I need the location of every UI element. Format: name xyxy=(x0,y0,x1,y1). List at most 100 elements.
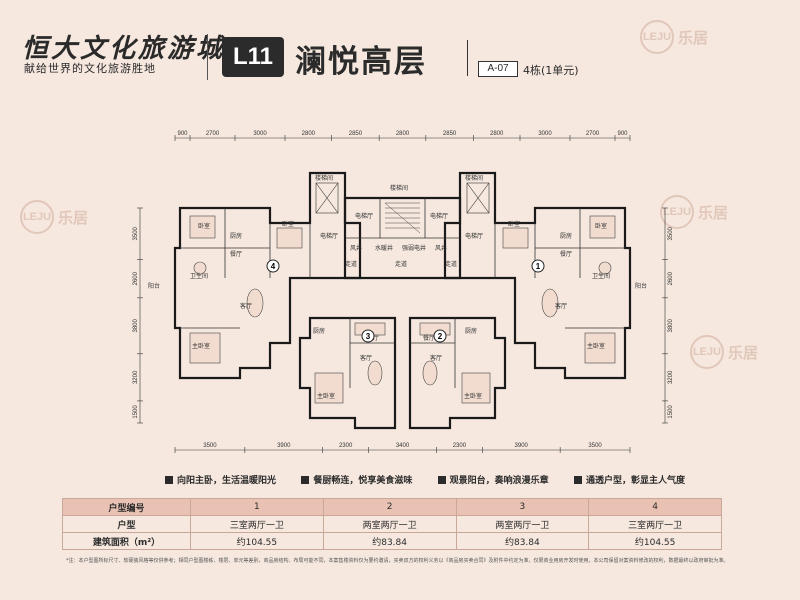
dimension-label: 2600 xyxy=(133,271,139,285)
unit-number-1: 1 xyxy=(536,262,541,271)
unit-name: 澜悦高层 xyxy=(295,44,427,80)
dimension-label: 2800 xyxy=(396,131,410,137)
feature-item: 餐厨畅连，悦享美食滋味 xyxy=(301,473,412,486)
room-label-elevator-hall: 电梯厅 xyxy=(465,232,483,240)
room-label-dining: 餐厅 xyxy=(423,334,435,342)
room-label-balcony: 阳台 xyxy=(148,282,160,290)
room-label-stairs: 楼梯间 xyxy=(390,184,408,192)
watermark-logo: LEJU 乐居 xyxy=(660,195,728,229)
room-label-master-bedroom: 主卧室 xyxy=(464,392,482,400)
room-label-kitchen: 厨房 xyxy=(313,327,325,335)
brand-title: 恒大文化旅游城 xyxy=(22,34,226,64)
table-cell: 三室两厅一卫 xyxy=(190,515,324,533)
dimension-label: 3500 xyxy=(203,443,217,449)
room-label-kitchen: 厨房 xyxy=(560,232,572,240)
room-label-corridor: 走道 xyxy=(345,260,357,268)
room-label-living: 客厅 xyxy=(240,302,252,310)
dimension-label: 2850 xyxy=(443,131,457,137)
watermark-logo: LEJU 乐居 xyxy=(20,200,88,234)
brand-slogan: 献给世界的文化旅游胜地 xyxy=(24,62,156,75)
dimension-label: 1500 xyxy=(668,405,674,419)
dimension-label: 3000 xyxy=(253,131,267,137)
room-label-balcony: 阳台 xyxy=(635,282,647,290)
room-label-elevator-hall: 电梯厅 xyxy=(355,212,373,220)
room-label-stairs: 楼梯间 xyxy=(315,174,333,182)
room-label-elevator-hall: 电梯厅 xyxy=(430,212,448,220)
room-label-kitchen: 厨房 xyxy=(465,327,477,335)
dimension-label: 3900 xyxy=(515,443,529,449)
dimension-label: 3200 xyxy=(133,370,139,384)
watermark-text: 乐居 xyxy=(698,203,729,222)
room-label-dining: 餐厅 xyxy=(230,250,242,258)
watermark-text: 乐居 xyxy=(728,343,759,362)
table-row: 建筑面积（m²） 约104.55 约83.84 约83.84 约104.55 xyxy=(62,532,722,550)
table-cell: 约104.55 xyxy=(588,532,722,550)
dimension-label: 3400 xyxy=(396,443,410,449)
room-label-bedroom: 卧室 xyxy=(508,220,520,228)
room-label-bedroom: 卧室 xyxy=(282,220,294,228)
table-header-cell: 4 xyxy=(588,498,722,516)
room-label-corridor: 走道 xyxy=(445,260,457,268)
room-label-elevator-hall: 电梯厅 xyxy=(320,232,338,240)
table-row: 户型 三室两厅一卫 两室两厅一卫 两室两厅一卫 三室两厅一卫 xyxy=(62,515,722,533)
title-divider xyxy=(467,40,468,76)
ref-code-badge: A-07 xyxy=(478,61,518,77)
table-header-row: 户型编号 1 2 3 4 xyxy=(62,498,722,516)
dimension-label: 3500 xyxy=(588,443,602,449)
watermark-logo: LEJU 乐居 xyxy=(640,20,708,54)
unit-info-table: 户型编号 1 2 3 4 户型 三室两厅一卫 两室两厅一卫 两室两厅一卫 三室两… xyxy=(62,498,722,550)
watermark-text: 乐居 xyxy=(678,28,709,47)
dimension-label: 3000 xyxy=(538,131,552,137)
dimension-label: 2600 xyxy=(668,271,674,285)
dimension-label: 3500 xyxy=(668,226,674,240)
table-row-label: 户型 xyxy=(62,515,191,533)
table-cell: 约83.84 xyxy=(322,532,457,550)
leju-logo-icon: LEJU xyxy=(640,20,674,54)
building-info: 4栋(1单元) xyxy=(523,64,579,77)
table-cell: 约83.84 xyxy=(455,532,590,550)
table-cell: 两室两厅一卫 xyxy=(322,515,457,533)
header: 恒大文化旅游城 献给世界的文化旅游胜地 L11 澜悦高层 A-07 4栋(1单元… xyxy=(0,0,800,95)
square-bullet-icon xyxy=(301,475,310,484)
room-label-kitchen: 厨房 xyxy=(230,232,242,240)
dimension-label: 1500 xyxy=(133,405,139,419)
leju-logo-icon: LEJU xyxy=(20,200,54,234)
table-cell: 两室两厅一卫 xyxy=(455,515,590,533)
room-label-bedroom: 卧室 xyxy=(198,222,210,230)
footnote: *注：本户型图所标尺寸、软硬装风格等仅供参考；相同户型图楼栋、楼层、单元等差别，… xyxy=(66,558,729,564)
room-label-master-bedroom: 主卧室 xyxy=(587,342,605,350)
room-label-bath: 卫生间 xyxy=(190,272,208,280)
feature-item: 观景阳台，奏响浪漫乐章 xyxy=(437,473,549,486)
room-label-water-shaft: 水暖井 xyxy=(375,244,393,252)
dimension-label: 2700 xyxy=(206,131,220,137)
dimension-label: 3200 xyxy=(668,370,674,384)
dimension-label: 900 xyxy=(617,131,628,137)
leju-logo-icon: LEJU xyxy=(660,195,694,229)
dimension-label: 900 xyxy=(177,131,188,137)
features-list: 向阳主卧，生活温暖阳光 餐厨畅连，悦享美食滋味 观景阳台，奏响浪漫乐章 通透户型… xyxy=(165,473,685,486)
dimension-right: 3500 2600 3800 3200 1500 xyxy=(662,207,674,424)
dimension-label: 2800 xyxy=(302,131,316,137)
dimension-label: 3800 xyxy=(133,318,139,332)
dimension-label: 2800 xyxy=(490,131,504,137)
table-row-label: 建筑面积（m²） xyxy=(62,532,191,550)
table-cell: 约104.55 xyxy=(190,532,324,550)
unit-markers: 1 2 3 4 xyxy=(266,259,545,343)
dimension-label: 2300 xyxy=(339,443,353,449)
room-label-living: 客厅 xyxy=(430,354,442,362)
dimension-label: 2300 xyxy=(453,443,467,449)
room-label-stairs: 楼梯间 xyxy=(465,174,483,182)
unit-number-3: 3 xyxy=(366,332,371,341)
room-label-master-bedroom: 主卧室 xyxy=(192,342,210,350)
dimension-label: 3800 xyxy=(668,318,674,332)
table-header-cell: 3 xyxy=(455,498,590,516)
unit-number-2: 2 xyxy=(438,332,443,341)
unit-code-badge: L11 xyxy=(222,37,284,77)
table-header-cell: 2 xyxy=(322,498,457,516)
watermark-text: 乐居 xyxy=(58,208,89,227)
room-label-shaft: 风井 xyxy=(435,244,447,252)
square-bullet-icon xyxy=(165,475,173,484)
